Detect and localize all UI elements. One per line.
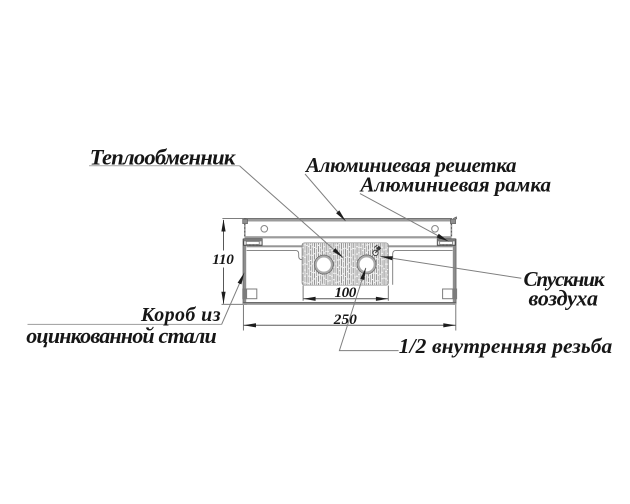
- svg-text:Короб из: Короб из: [140, 304, 221, 326]
- svg-text:100: 100: [335, 284, 357, 301]
- svg-text:Теплообменник: Теплообменник: [90, 145, 236, 170]
- svg-text:воздуха: воздуха: [529, 286, 599, 311]
- svg-text:Алюминиевая рамка: Алюминиевая рамка: [359, 172, 552, 196]
- svg-text:Спускник: Спускник: [524, 267, 606, 291]
- svg-text:110: 110: [212, 251, 234, 268]
- svg-text:оцинкованной стали: оцинкованной стали: [26, 323, 217, 348]
- svg-text:Алюминиевая решетка: Алюминиевая решетка: [304, 153, 517, 177]
- svg-text:1/2 внутренняя резьба: 1/2 внутренняя резьба: [399, 334, 613, 358]
- svg-text:250: 250: [333, 311, 357, 328]
